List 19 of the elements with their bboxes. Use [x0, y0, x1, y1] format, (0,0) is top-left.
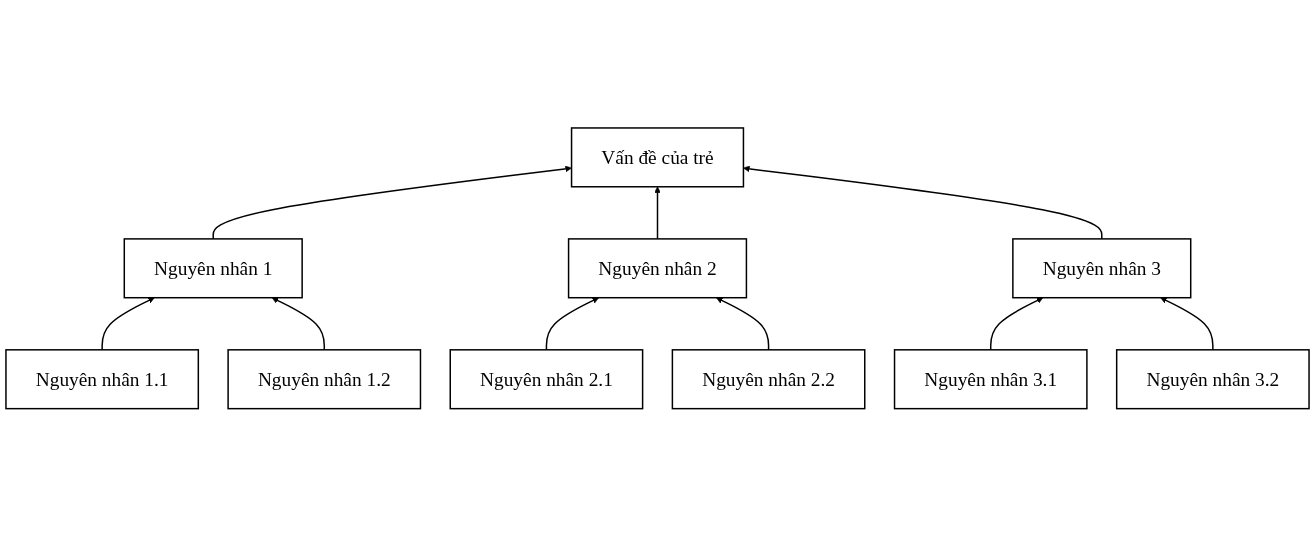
arrow [743, 165, 1103, 240]
node-box: Nguyên nhân 1.1 [5, 349, 200, 410]
arrow [1160, 297, 1214, 351]
node-box: Nguyên nhân 3 [1012, 238, 1192, 299]
node-box: Nguyên nhân 2.1 [449, 349, 644, 410]
node-box: Nguyên nhân 3.1 [893, 349, 1088, 410]
node-box: Nguyên nhân 1.2 [227, 349, 422, 410]
arrow [271, 297, 326, 351]
arrow [716, 297, 770, 351]
arrow [101, 297, 155, 351]
node-box: Nguyên nhân 2.2 [671, 349, 866, 410]
node-box: Nguyên nhân 2 [567, 238, 748, 299]
arrow [545, 297, 599, 351]
arrow [654, 186, 661, 240]
node-box: Vấn đề của trẻ [570, 127, 745, 188]
node-box: Nguyên nhân 1 [123, 238, 303, 299]
arrow [989, 297, 1044, 351]
arrow [212, 165, 572, 240]
node-box: Nguyên nhân 3.2 [1115, 349, 1310, 410]
